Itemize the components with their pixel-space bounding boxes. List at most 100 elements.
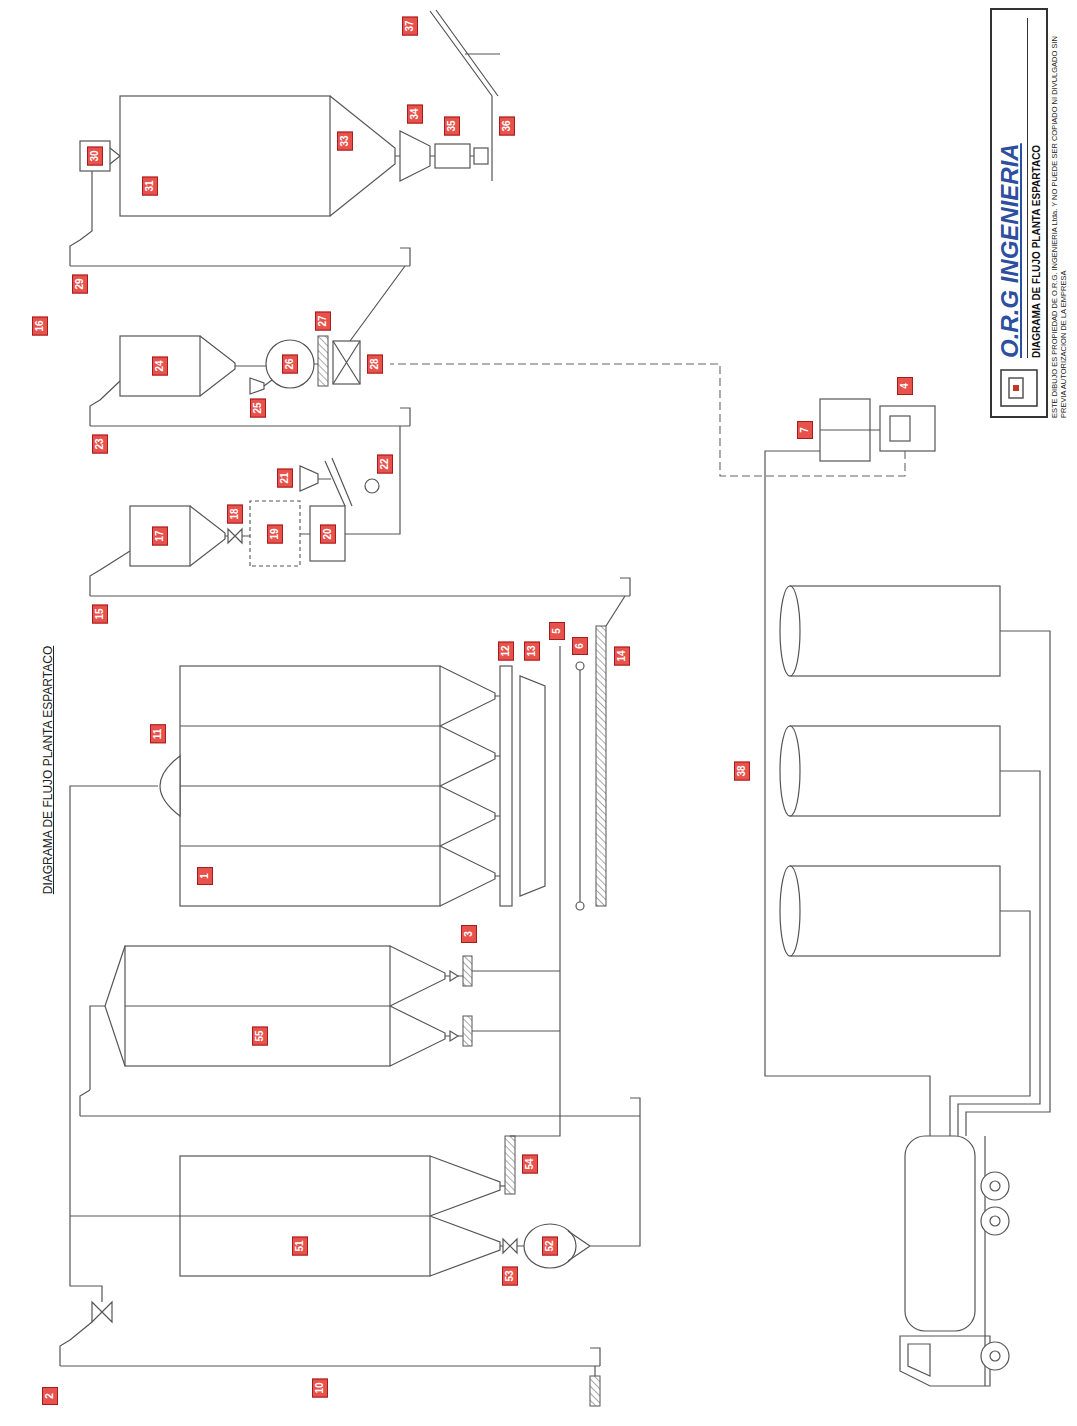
mill-symbol: [524, 1224, 576, 1268]
weigher: [435, 144, 470, 168]
additive-hopper: [250, 378, 264, 394]
callout-number: 18: [227, 504, 243, 523]
mill-outlet: [568, 1116, 640, 1261]
feed-line: [458, 971, 560, 1036]
callout-number: 4: [897, 377, 913, 395]
pulley: [576, 902, 584, 910]
company-name: O.R.G INGENIERIA: [996, 18, 1028, 358]
inclined-conveyor: [430, 10, 500, 181]
callout-number: 1: [197, 867, 213, 885]
callout-number: 36: [499, 116, 515, 135]
callout-number: 25: [250, 398, 266, 417]
belt-conveyor: [579, 666, 580, 906]
callout-number: 16: [32, 316, 48, 335]
drawing-title: DIAGRAMA DE FLUJO PLANTA ESPARTACO: [1028, 18, 1042, 358]
callout-number: 15: [92, 604, 108, 623]
callout-number: 17: [152, 526, 168, 545]
logo-icon: [999, 368, 1039, 408]
callout-number: 22: [377, 454, 393, 473]
callout-number: 38: [734, 761, 750, 780]
callout-number: 29: [72, 274, 88, 293]
pipe-line: [765, 451, 1050, 1136]
filter-unit: [80, 141, 110, 171]
bin: [120, 336, 200, 396]
callout-number: 27: [315, 311, 331, 330]
truck-cab: [900, 1336, 990, 1386]
truck-wheel: [981, 1342, 1009, 1370]
feed-line: [345, 426, 400, 534]
logo-dot: [1013, 385, 1019, 391]
callout-number: 24: [152, 356, 168, 375]
tank-roof: [780, 586, 800, 676]
title-block-frame: O.R.G INGENIERIADIAGRAMA DE FLUJO PLANTA…: [990, 8, 1048, 418]
support-bracing: [333, 266, 405, 384]
callout-number: 19: [267, 524, 283, 543]
screw-conveyor: [505, 1136, 515, 1194]
callout-number: 31: [142, 176, 158, 195]
wheel-hub: [990, 1351, 1000, 1361]
screw-conveyor: [596, 626, 606, 906]
title-block: O.R.G INGENIERIADIAGRAMA DE FLUJO PLANTA…: [990, 8, 1068, 418]
title-block-column: O.R.G INGENIERIADIAGRAMA DE FLUJO PLANTA…: [996, 18, 1042, 358]
pump-unit: [880, 406, 935, 451]
callout-number: 14: [614, 646, 630, 665]
wheel-hub: [990, 1216, 1000, 1226]
callout-number: 7: [797, 421, 813, 439]
dosing-gates: [500, 666, 512, 906]
chute: [70, 1322, 92, 1340]
wheel-hub: [990, 1181, 1000, 1191]
screw-feeder: [463, 956, 472, 986]
storage-tank: [790, 866, 1000, 956]
callout-number: 30: [87, 146, 103, 165]
disclaimer-note: ESTE DIBUJO ES PROPIEDAD DE O.R.G. INGEN…: [1048, 8, 1068, 418]
filter-cone: [110, 148, 120, 164]
callout-number: 12: [498, 641, 514, 660]
valve-symbol: [228, 529, 242, 543]
callout-number: 28: [367, 354, 383, 373]
callout-number: 11: [150, 725, 166, 744]
screw-feeder: [463, 1016, 472, 1046]
callout-number: 21: [277, 468, 293, 487]
distributor-symbol: [92, 1302, 112, 1322]
plant-drawing: [60, 10, 1050, 1406]
callout-number: 3: [461, 925, 477, 943]
diagram-title: DIAGRAMA DE FLUJO PLANTA ESPARTACO: [41, 644, 55, 897]
silo-cones: [105, 946, 450, 1066]
tank-roof: [780, 866, 800, 956]
chute: [606, 596, 625, 626]
callout-number: 26: [282, 354, 298, 373]
bucket-elevator: [60, 1340, 600, 1366]
screw-conveyor: [318, 336, 328, 386]
bag-symbol: [474, 148, 488, 164]
callout-number: 10: [312, 1378, 328, 1397]
sifter: [310, 506, 345, 561]
truck-tank: [905, 1136, 975, 1331]
callout-number: 52: [542, 1236, 558, 1255]
callout-number: 35: [444, 116, 460, 135]
small-hopper: [300, 466, 318, 491]
dome-distributor: [160, 756, 180, 816]
motor-symbol: [365, 479, 379, 493]
valve-symbol: [503, 1239, 517, 1253]
bin-cone: [200, 336, 318, 396]
scale-frame: [250, 501, 300, 566]
logo-mark: [1009, 378, 1023, 398]
product-silo: [120, 96, 330, 216]
callout-number: 20: [320, 524, 336, 543]
storage-tank: [790, 586, 1000, 676]
feed-line: [594, 1366, 595, 1376]
inclined-screw: [318, 458, 352, 506]
truck-wheel: [981, 1172, 1009, 1200]
truck-wheel: [981, 1207, 1009, 1235]
hopper: [130, 506, 190, 566]
callout-number: 55: [252, 1026, 268, 1045]
silo-cones: [180, 666, 500, 906]
callout-number: 33: [337, 131, 353, 150]
callout-number: 54: [522, 1154, 538, 1173]
mixer-symbol: [266, 340, 314, 388]
callout-number: 5: [549, 622, 565, 640]
callout-number: 53: [502, 1266, 518, 1285]
truck-window: [908, 1344, 930, 1376]
